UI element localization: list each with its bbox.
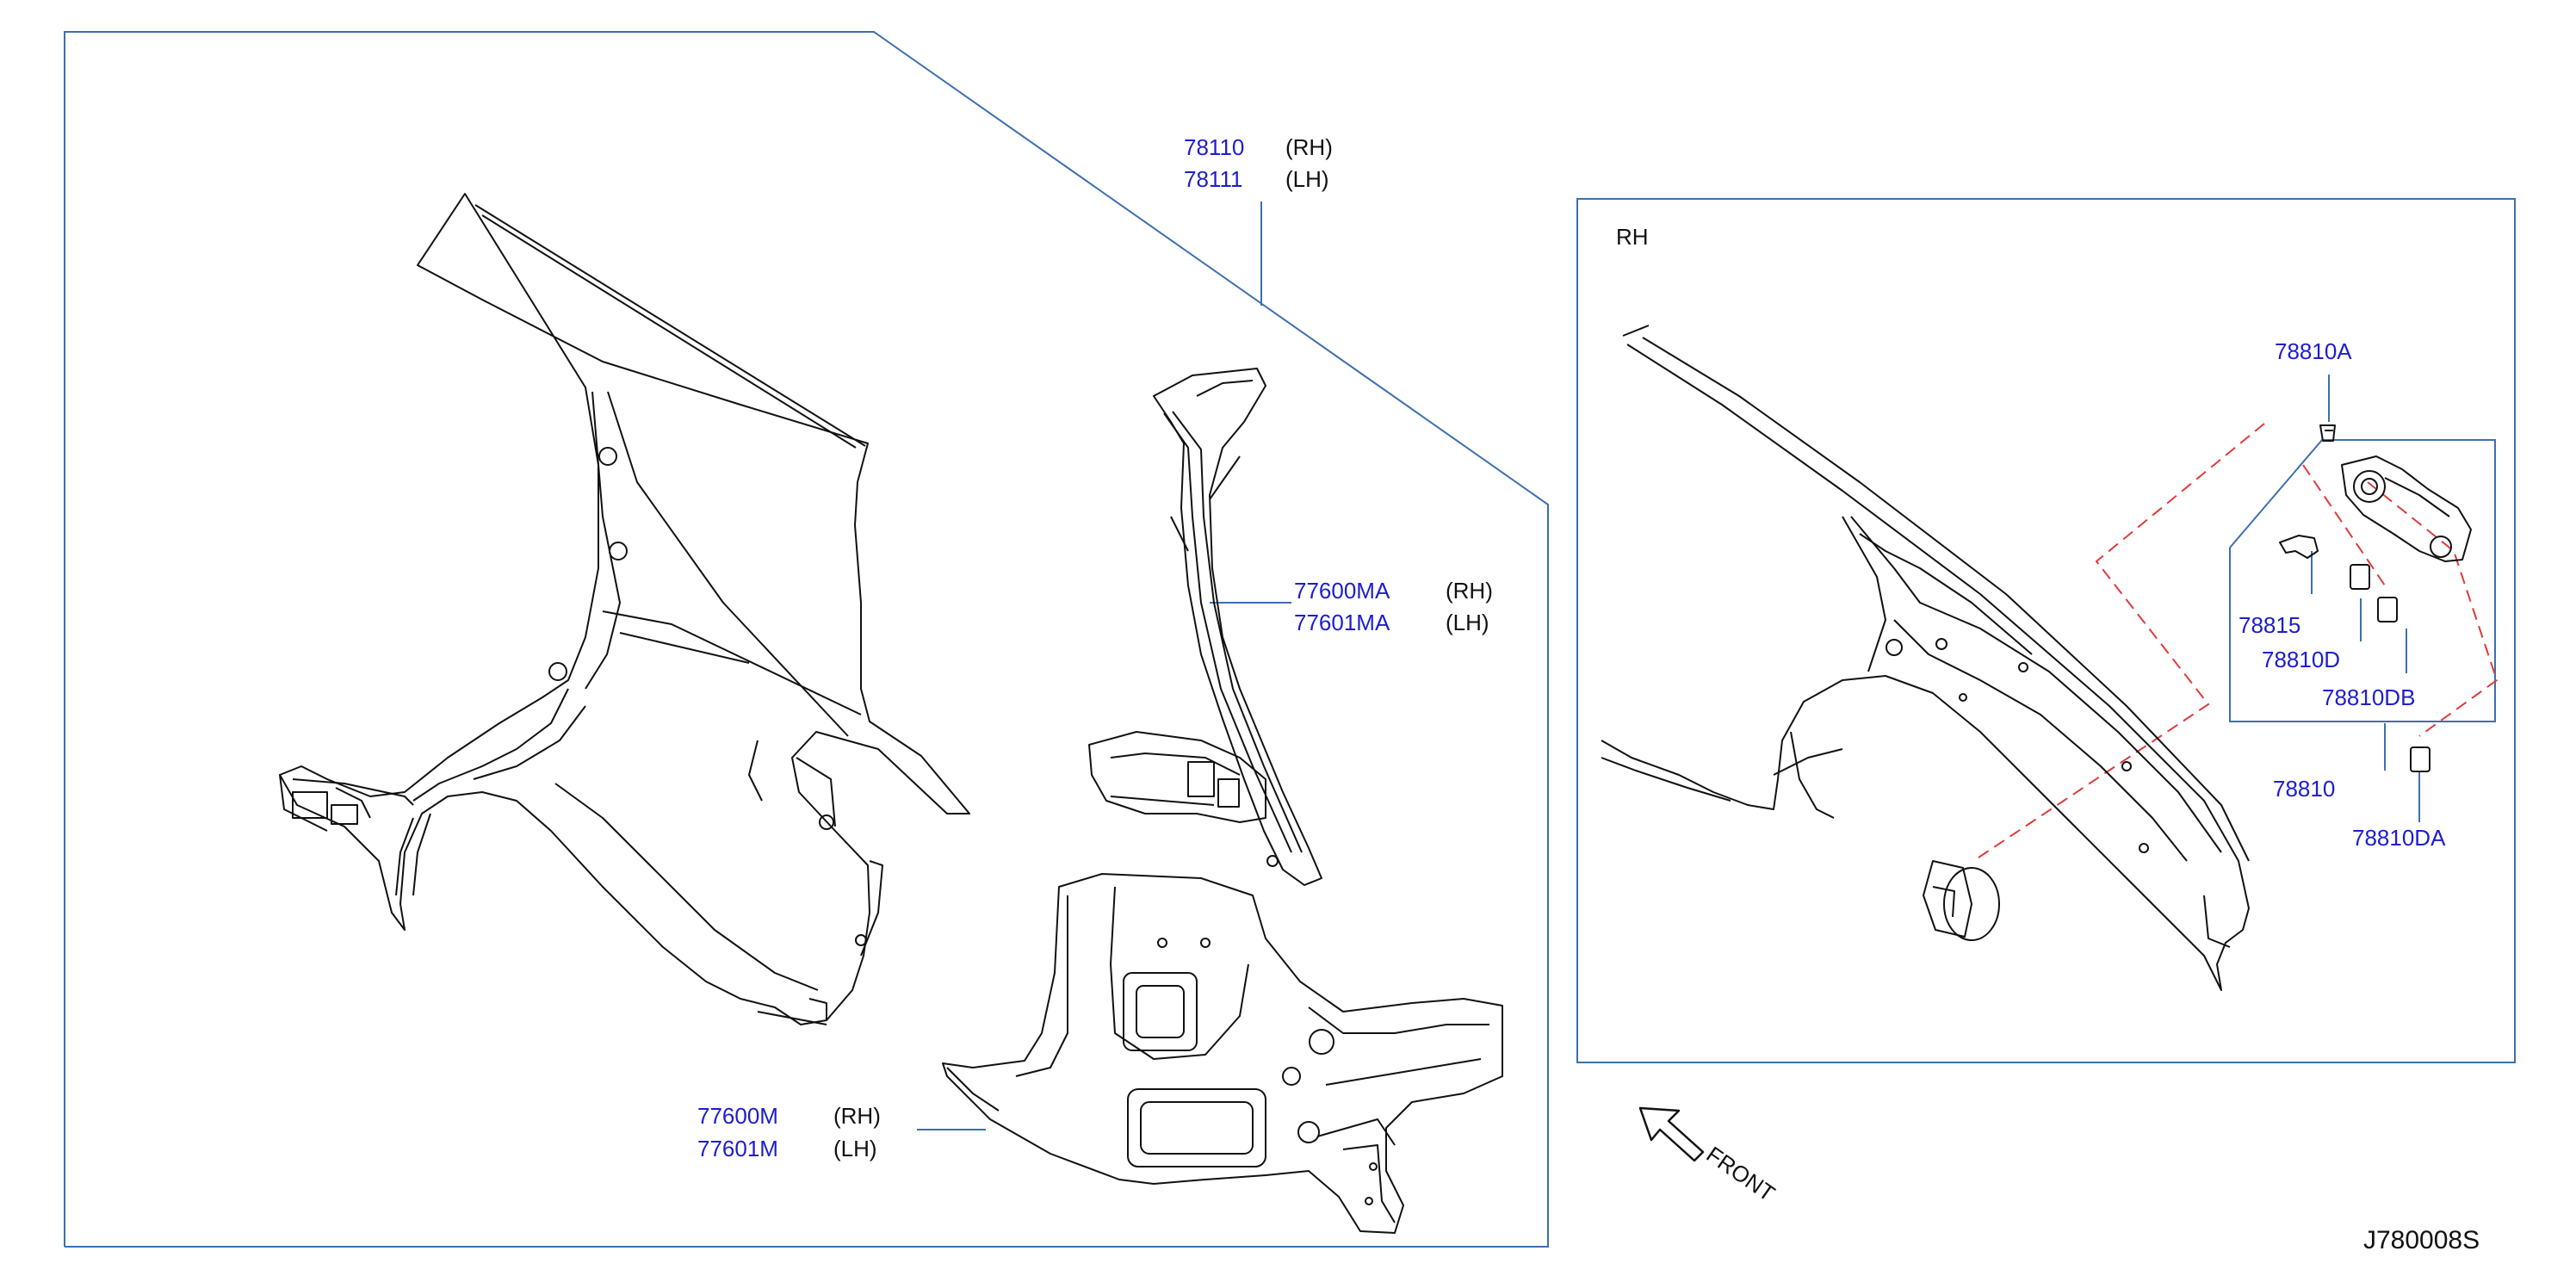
side-label-rh: (RH) <box>833 1103 881 1129</box>
wheel-house-inner-drawing <box>942 873 1503 1234</box>
rh-body-side-drawing <box>1601 325 2250 991</box>
side-label-lh: (LH) <box>833 1136 877 1161</box>
side-label-rh: (RH) <box>1446 578 1493 604</box>
side-label-rh: (RH) <box>1285 134 1333 160</box>
part-number-77600m: 77600M <box>697 1103 778 1129</box>
part-number-78810a: 78810A <box>2275 338 2352 364</box>
part-number-78810da: 78810DA <box>2352 825 2446 851</box>
front-label: FRONT <box>1702 1141 1780 1206</box>
detail-title: RH <box>1616 224 1649 250</box>
fuel-lid-subassembly-frame <box>2229 439 2496 722</box>
part-number-77600ma: 77600MA <box>1294 578 1390 604</box>
fuel-lid-lock-parts <box>2279 424 2472 772</box>
fuel-lid <box>1943 867 2000 941</box>
diagram-id: J780008S <box>2363 1226 2480 1254</box>
part-number-78810d: 78810D <box>2262 647 2341 672</box>
part-number-77601m: 77601M <box>697 1136 778 1161</box>
part-number-78810db: 78810DB <box>2322 684 2416 710</box>
detail-leader-lines <box>2311 375 2420 822</box>
side-label-lh: (LH) <box>1285 166 1329 192</box>
main-assembly-frame <box>64 31 1549 1248</box>
part-number-77601ma: 77601MA <box>1294 610 1390 635</box>
front-arrow-icon <box>1638 1106 1705 1162</box>
part-number-78815: 78815 <box>2239 612 2301 638</box>
part-number-78111: 78111 <box>1184 166 1243 192</box>
part-number-78810: 78810 <box>2273 776 2336 802</box>
assembly-dashed-leaders <box>1972 423 2499 862</box>
rh-detail-frame <box>1576 198 2516 1063</box>
quarter-panel-outer-drawing <box>279 193 970 1025</box>
rear-pillar-drawing <box>1088 368 1322 886</box>
side-label-lh: (LH) <box>1446 610 1489 635</box>
part-number-78110: 78110 <box>1184 134 1245 160</box>
main-leader-lines <box>917 201 1291 1130</box>
